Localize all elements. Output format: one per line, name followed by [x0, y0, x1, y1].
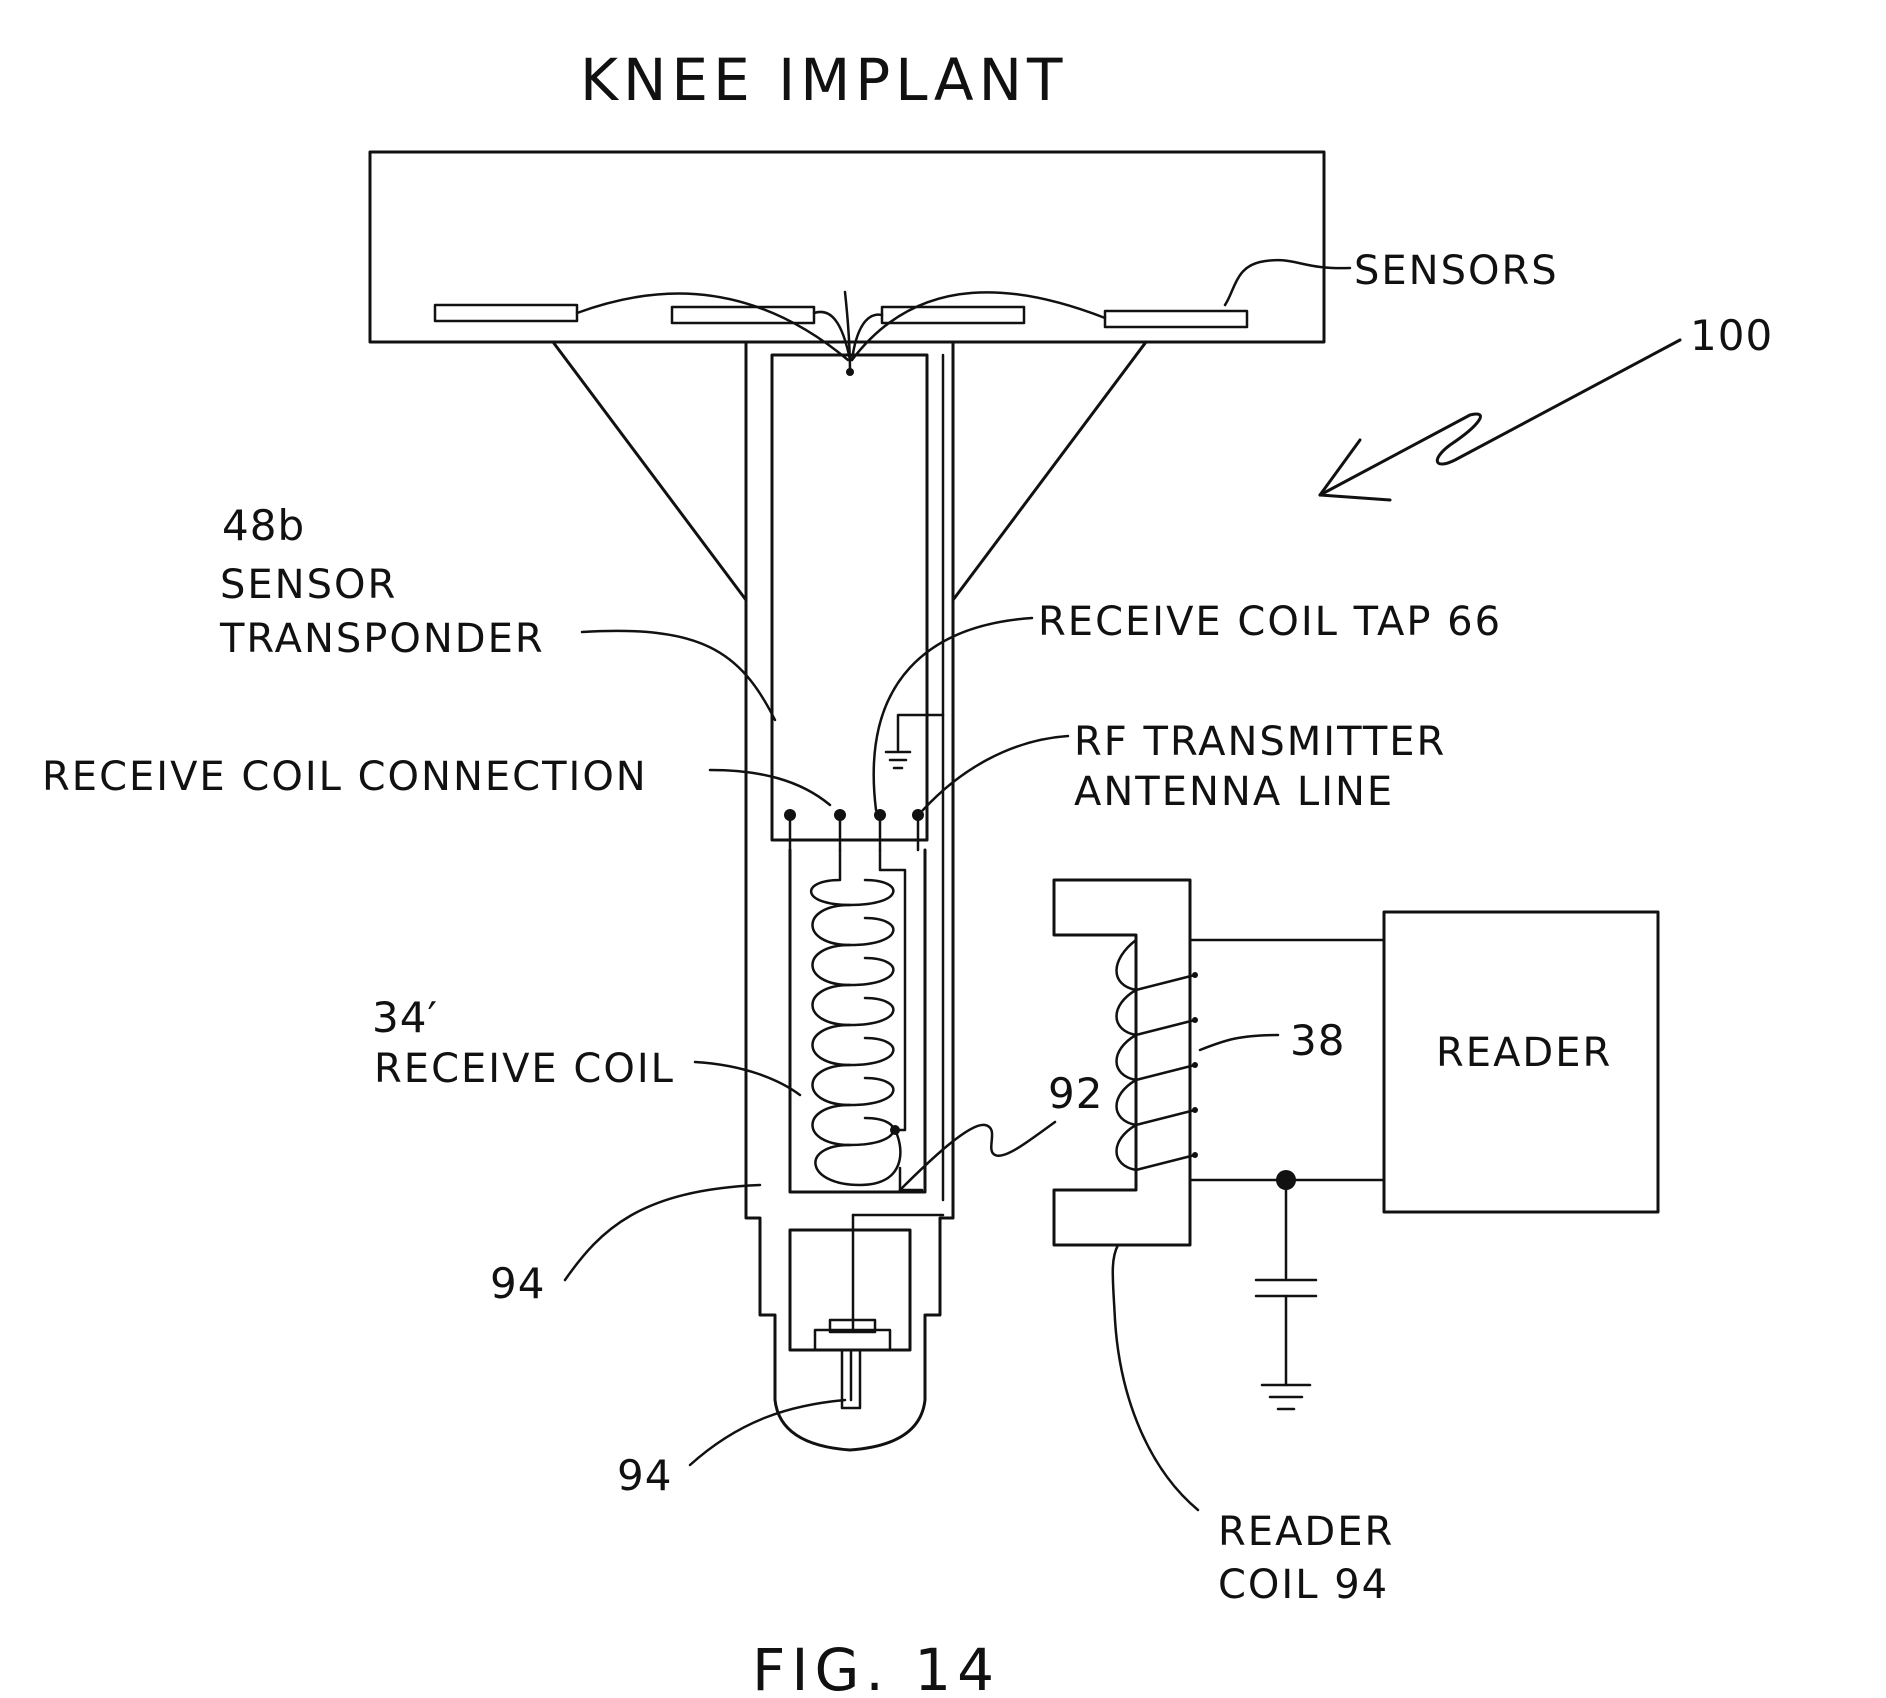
sensor-strip: [435, 305, 577, 321]
ref-38-leader: [1200, 1035, 1278, 1050]
sensor-strip: [1105, 311, 1247, 327]
rf-transmitter-leader: [923, 736, 1068, 810]
ref-94-lower-leader: [690, 1400, 845, 1465]
wire-junction-dot: [846, 368, 854, 376]
ref-92-label: 92: [1048, 1069, 1103, 1118]
stem-outline: [746, 342, 953, 1450]
leader-lines: [565, 260, 1350, 1510]
ground-icon: [886, 715, 943, 768]
arrow-100: [1320, 340, 1680, 500]
figure-title: KNEE IMPLANT: [580, 46, 1067, 114]
receive-coil-connection-leader: [710, 770, 830, 805]
reader-box-label: READER: [1436, 1030, 1612, 1076]
antenna-line-label: ANTENNA LINE: [1074, 769, 1394, 815]
ref-94-upper-leader: [565, 1185, 760, 1280]
sensors-label: SENSORS: [1354, 248, 1559, 294]
capacitor: [1256, 1170, 1316, 1385]
sensors-leader: [1225, 260, 1350, 305]
sensor-label: SENSOR: [220, 562, 397, 608]
reader-coil-label: READER: [1218, 1509, 1394, 1555]
sensor-strips: [435, 305, 1247, 327]
transponder-label: TRANSPONDER: [219, 616, 545, 662]
coil-94-label: COIL 94: [1218, 1562, 1389, 1608]
figure-caption: FIG. 14: [752, 1636, 1000, 1698]
receive-coil-tap-label: RECEIVE COIL TAP 66: [1038, 599, 1502, 645]
left-strut: [553, 342, 746, 600]
ref-94-upper-label: 94: [490, 1259, 545, 1308]
sensor-wires: [577, 292, 1105, 372]
reader-coil-core: [1054, 880, 1190, 1245]
receive-coil-connection-label: RECEIVE COIL CONNECTION: [42, 754, 648, 800]
ground-icon: [1262, 1385, 1310, 1409]
transponder-terminals: [784, 809, 924, 850]
ref-94-lower-label: 94: [617, 1451, 672, 1500]
arrow-92: [900, 1122, 1055, 1190]
bottom-connector: [815, 1320, 890, 1408]
rf-transmitter-label: RF TRANSMITTER: [1074, 719, 1446, 765]
sensor-strip: [672, 307, 814, 323]
ref-48b-label: 48b: [222, 501, 305, 550]
reader-coil-windings: [1117, 940, 1199, 1170]
right-strut: [953, 342, 1146, 600]
ref-100-label: 100: [1690, 311, 1773, 360]
reader-coil-94-leader: [1113, 1245, 1198, 1510]
receive-coil-label: RECEIVE COIL: [374, 1046, 675, 1092]
ref-38-label: 38: [1290, 1016, 1345, 1065]
ref-34-label: 34′: [372, 993, 438, 1042]
sensor-transponder-box: [772, 355, 927, 840]
receive-coil: [811, 850, 905, 1185]
